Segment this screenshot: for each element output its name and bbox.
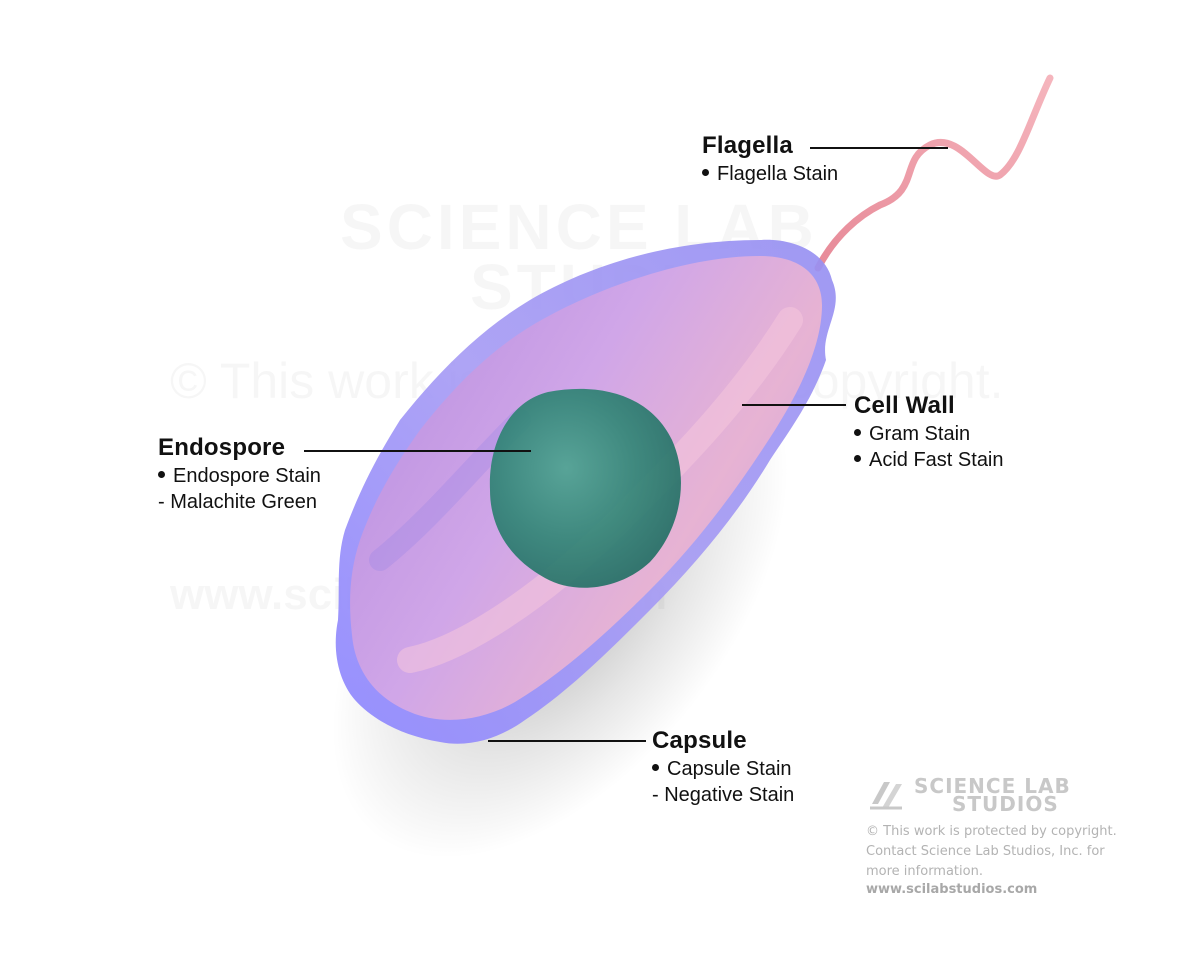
endospore-stain-item: Endospore Stain	[158, 466, 321, 486]
logo-brand-line2: STUDIOS	[952, 792, 1059, 816]
flagella-label: Flagella Flagella Stain	[702, 134, 838, 190]
endospore	[489, 388, 681, 588]
endospore-title: Endospore	[158, 434, 286, 461]
cell-wall-title: Cell Wall	[854, 392, 955, 419]
copyright-contact: Contact Science Lab Studios, Inc. for	[866, 844, 1105, 859]
science-lab-logo-icon	[870, 782, 902, 810]
flagella-stain-item: Flagella Stain	[702, 164, 838, 184]
gram-stain-item: Gram Stain	[854, 424, 1004, 444]
copyright-block: SCIENCE LAB STUDIOS © This work is prote…	[866, 774, 1186, 904]
flagellum	[814, 74, 1054, 272]
bullet-icon	[158, 471, 165, 479]
negative-stain-item: - Negative Stain	[652, 784, 795, 806]
copyright-more-info: more information.	[866, 864, 983, 879]
bullet-icon	[854, 455, 861, 463]
copyright-url: www.scilabstudios.com	[866, 882, 1038, 897]
bullet-icon	[702, 169, 709, 177]
acid-fast-stain-item: Acid Fast Stain	[854, 450, 1004, 470]
logo-brand-line1: SCIENCE LAB	[914, 774, 1071, 798]
flagella-title: Flagella	[702, 132, 793, 159]
bullet-icon	[854, 429, 861, 437]
cell-wall-label: Cell Wall Gram Stain Acid Fast Stain	[854, 394, 1004, 476]
capsule-title: Capsule	[652, 727, 747, 754]
endospore-label: Endospore Endospore Stain - Malachite Gr…	[158, 436, 321, 518]
capsule-label: Capsule Capsule Stain - Negative Stain	[652, 729, 794, 811]
capsule-stain-item: Capsule Stain	[652, 759, 794, 779]
bullet-icon	[652, 764, 659, 772]
malachite-green-item: - Malachite Green	[158, 491, 317, 513]
copyright-notice: © This work is protected by copyright.	[866, 824, 1117, 839]
